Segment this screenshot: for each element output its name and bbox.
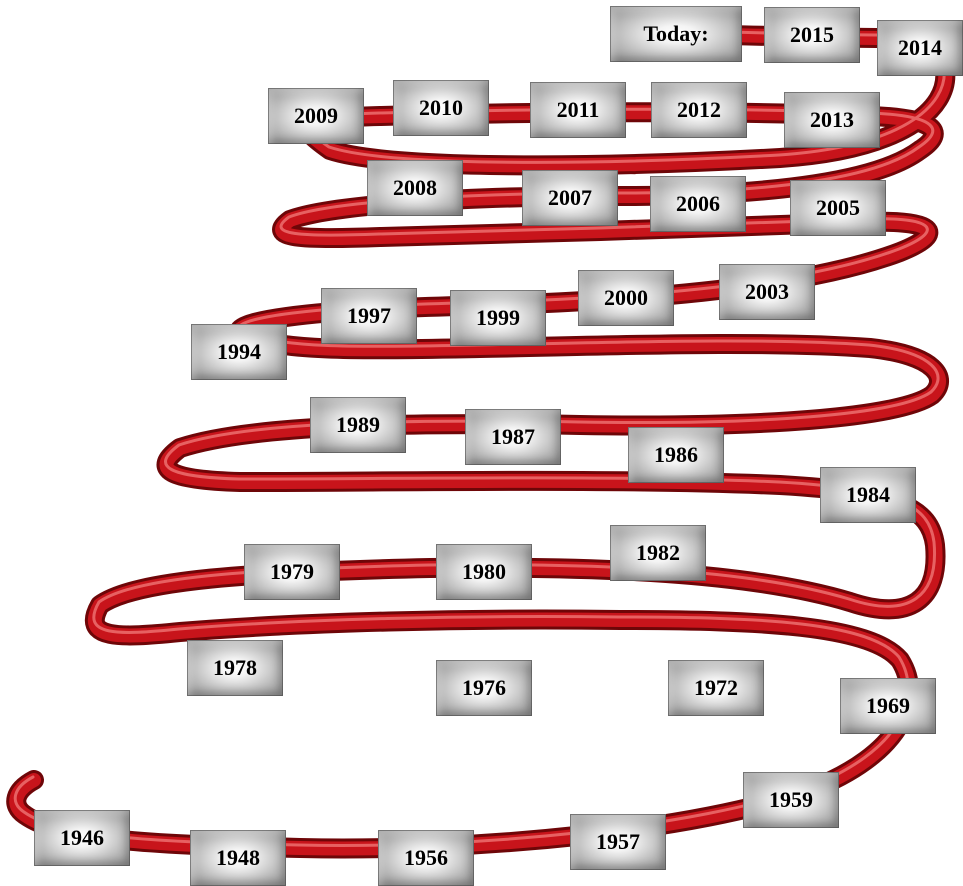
label-2009: 2009	[268, 88, 364, 144]
label-1997: 1997	[321, 288, 417, 344]
label-1982: 1982	[610, 525, 706, 581]
label-2014: 2014	[877, 20, 963, 76]
label-1976: 1976	[436, 660, 532, 716]
label-2013: 2013	[784, 92, 880, 148]
label-1969: 1969	[840, 678, 936, 734]
label-2010: 2010	[393, 80, 489, 136]
label-1979: 1979	[244, 544, 340, 600]
label-1957: 1957	[570, 814, 666, 870]
label-1959: 1959	[743, 772, 839, 828]
label-1946: 1946	[34, 810, 130, 866]
label-1999: 1999	[450, 290, 546, 346]
label-1986: 1986	[628, 427, 724, 483]
label-2000: 2000	[578, 270, 674, 326]
label-1984: 1984	[820, 467, 916, 523]
label-1978: 1978	[187, 640, 283, 696]
label-1956: 1956	[378, 830, 474, 886]
label-1994: 1994	[191, 324, 287, 380]
label-2011: 2011	[530, 82, 626, 138]
label-2015: 2015	[764, 7, 860, 63]
label-2012: 2012	[651, 82, 747, 138]
label-2005: 2005	[790, 180, 886, 236]
label-1987: 1987	[465, 409, 561, 465]
label-1948: 1948	[190, 830, 286, 886]
label-2006: 2006	[650, 176, 746, 232]
label-1989: 1989	[310, 397, 406, 453]
label-1972: 1972	[668, 660, 764, 716]
label-2003: 2003	[719, 264, 815, 320]
label-2008: 2008	[367, 160, 463, 216]
label-today: Today:	[610, 6, 742, 62]
label-2007: 2007	[522, 170, 618, 226]
label-1980: 1980	[436, 544, 532, 600]
